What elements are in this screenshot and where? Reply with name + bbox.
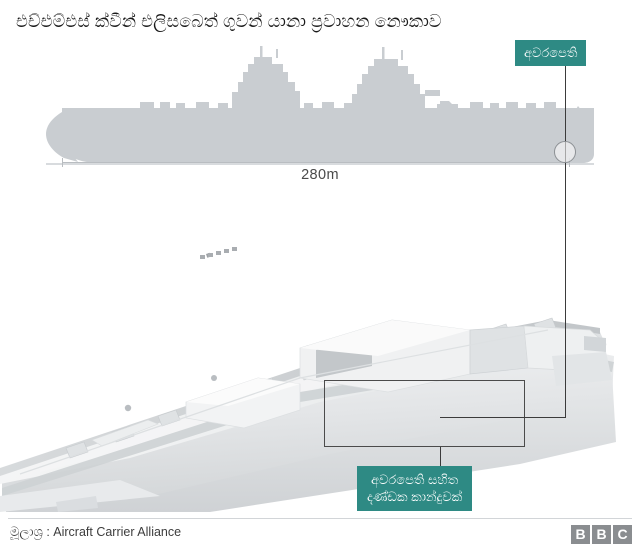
bbc-logo: B B C — [571, 525, 632, 544]
source-attribution: මූලාශ්‍ර : Aircraft Carrier Alliance — [10, 524, 181, 540]
callout-label-stern-flaps: අවරපෙති — [515, 40, 587, 66]
bbc-logo-letter-1: B — [571, 525, 590, 544]
carrier-3d-render — [0, 196, 640, 512]
bbc-logo-letter-3: C — [613, 525, 632, 544]
page-title: එච්එම්එස් ක්වීන් එලිසබෙත් ගුවන් යානා ප්‍… — [16, 11, 442, 31]
stern-location-marker — [554, 141, 576, 163]
scale-bar-line — [62, 162, 570, 163]
source-separator: : — [42, 525, 54, 539]
source-label: මූලාශ්‍ර — [10, 524, 43, 539]
scale-bar-cap-right — [569, 158, 570, 167]
footer-divider — [8, 518, 632, 519]
bbc-logo-letter-2: B — [592, 525, 611, 544]
leader-line-top-vertical — [565, 66, 567, 418]
carrier-silhouette — [0, 44, 640, 194]
scale-bar-label: 280m — [301, 167, 339, 183]
leader-line-top-horizontal — [440, 417, 566, 419]
source-value: Aircraft Carrier Alliance — [53, 525, 182, 539]
leader-line-bottom-vertical — [440, 447, 442, 467]
callout-label-flap-detail-line2: දණ්ඩක කාන්දුවක් — [367, 489, 463, 504]
callout-label-flap-detail-line1: අවරපෙති සහිත — [371, 472, 459, 487]
detail-highlight-box — [324, 380, 525, 447]
scale-bar-cap-left — [62, 158, 63, 167]
callout-label-flap-detail: අවරපෙති සහිත දණ්ඩක කාන්දුවක් — [357, 466, 473, 511]
